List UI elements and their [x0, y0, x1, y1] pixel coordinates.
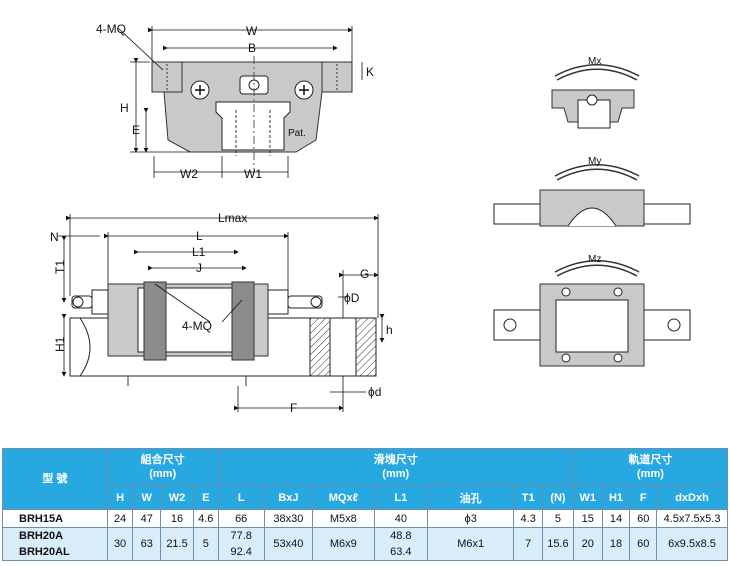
label-w: W [246, 24, 258, 38]
header-model: 型 號 [2, 448, 108, 510]
cell-f: 60 [629, 509, 658, 528]
side-view-drawing: Lmax N L L1 J T1 H1 4-MQ G ϕD h ϕd F [50, 211, 393, 415]
cell-t1: 4.3 [513, 509, 544, 528]
cell-bxj: 38x30 [263, 509, 314, 528]
col-oil-hole: 油孔 [427, 485, 515, 510]
label-mx: Mx [588, 56, 601, 67]
cell-l-a: 77.8 [230, 530, 252, 542]
label-k: K [366, 65, 374, 79]
cell-w1: 20 [572, 527, 603, 561]
label-phi-d-upper: ϕD [344, 291, 360, 305]
cell-e: 5 [192, 527, 219, 561]
header-rail: 軌道尺寸 (mm) [572, 448, 729, 486]
cell-f: 60 [629, 527, 658, 561]
cell-oil-hole: M6x1 [427, 527, 515, 561]
col-t1: T1 [513, 485, 544, 510]
cell-w: 47 [132, 509, 162, 528]
col-bxj: BxJ [263, 485, 314, 510]
col-mqxl: MQxℓ [312, 485, 375, 510]
col-l: L [217, 485, 265, 510]
cell-h: 30 [106, 527, 134, 561]
label-h-small: h [386, 323, 393, 337]
cell-w2: 21.5 [160, 527, 194, 561]
label-n: N [50, 230, 59, 244]
cell-bxj: 53x40 [263, 527, 314, 561]
cell-n: 5 [542, 509, 574, 528]
label-4-mq-top: 4-MQ [96, 22, 126, 36]
label-l1: L1 [192, 245, 206, 259]
table-header-columns: H W W2 E L BxJ MQxℓ L1 油孔 T1 (N) W1 H1 F… [3, 485, 728, 510]
cell-l-al: 92.4 [230, 546, 252, 558]
label-g: G [360, 267, 369, 281]
col-dxdxh: dxDxh [656, 485, 728, 510]
label-j: J [196, 261, 202, 275]
cell-model: BRH20A BRH20AL [2, 527, 108, 561]
col-l1: L1 [373, 485, 429, 510]
cell-dxdxh: 4.5x7.5x5.3 [656, 509, 728, 528]
cell-e: 4.6 [192, 509, 219, 528]
table-row: BRH15A 24 47 16 4.6 66 38x30 M5x8 40 ϕ3 … [2, 509, 728, 528]
end-view-drawing: 4-MQ W B H E K W2 W1 Pat. [96, 22, 374, 181]
label-w1: W1 [244, 167, 262, 181]
cell-h1: 14 [601, 509, 631, 528]
label-w2: W2 [180, 167, 198, 181]
moment-mz-drawing: Mz [493, 254, 691, 367]
col-e: E [192, 485, 219, 510]
col-n: (N) [542, 485, 574, 510]
technical-drawings: 4-MQ W B H E K W2 W1 Pat. [50, 22, 691, 415]
label-l: L [196, 229, 203, 243]
moment-mx-drawing: Mx [551, 56, 640, 129]
cell-oil-hole: ϕ3 [427, 509, 515, 528]
label-mz: Mz [588, 254, 601, 265]
cell-model-a: BRH20A [19, 530, 64, 542]
cell-n: 15.6 [542, 527, 574, 561]
specification-table: 型 號 組合尺寸 (mm) 滑塊尺寸 (mm) 軌道尺寸 (mm) H W W2… [2, 448, 729, 561]
cell-h1: 18 [601, 527, 631, 561]
cell-h: 24 [106, 509, 134, 528]
cell-mqxl: M6x9 [312, 527, 375, 561]
cell-l1: 48.8 63.4 [373, 527, 429, 561]
label-pat: Pat. [288, 128, 306, 139]
header-assembly: 組合尺寸 (mm) [106, 448, 219, 486]
cell-l1-a: 48.8 [390, 530, 412, 542]
cell-l: 77.8 92.4 [217, 527, 265, 561]
col-h: H [106, 485, 134, 510]
cell-t1: 7 [513, 527, 544, 561]
label-h1: H1 [53, 336, 67, 352]
cell-w1: 15 [572, 509, 603, 528]
header-block: 滑塊尺寸 (mm) [217, 448, 574, 486]
label-h: H [120, 101, 129, 115]
cell-l1-al: 63.4 [390, 546, 412, 558]
label-phi-d-lower: ϕd [368, 385, 381, 399]
col-w1: W1 [572, 485, 603, 510]
col-h1: H1 [601, 485, 631, 510]
label-e: E [132, 123, 140, 137]
label-f: F [290, 401, 297, 415]
cell-model: BRH15A [2, 509, 108, 528]
cell-w: 63 [132, 527, 162, 561]
label-lmax: Lmax [218, 211, 247, 225]
cell-mqxl: M5x8 [312, 509, 375, 528]
cell-dxdxh: 6x9.5x8.5 [656, 527, 728, 561]
col-w: W [132, 485, 162, 510]
table-row: BRH20A BRH20AL 30 63 21.5 5 77.8 92.4 53… [2, 527, 728, 561]
moment-my-drawing: My [493, 156, 691, 227]
label-4-mq-side: 4-MQ [182, 319, 212, 333]
label-b: B [248, 41, 256, 55]
col-w2: W2 [160, 485, 194, 510]
cell-model-al: BRH20AL [19, 546, 70, 558]
label-t1: T1 [53, 260, 67, 274]
cell-w2: 16 [160, 509, 194, 528]
label-my: My [588, 156, 601, 167]
cell-l: 66 [217, 509, 265, 528]
cell-l1: 40 [373, 509, 429, 528]
col-f: F [629, 485, 658, 510]
table-header-groups: 型 號 組合尺寸 (mm) 滑塊尺寸 (mm) 軌道尺寸 (mm) [2, 448, 729, 510]
